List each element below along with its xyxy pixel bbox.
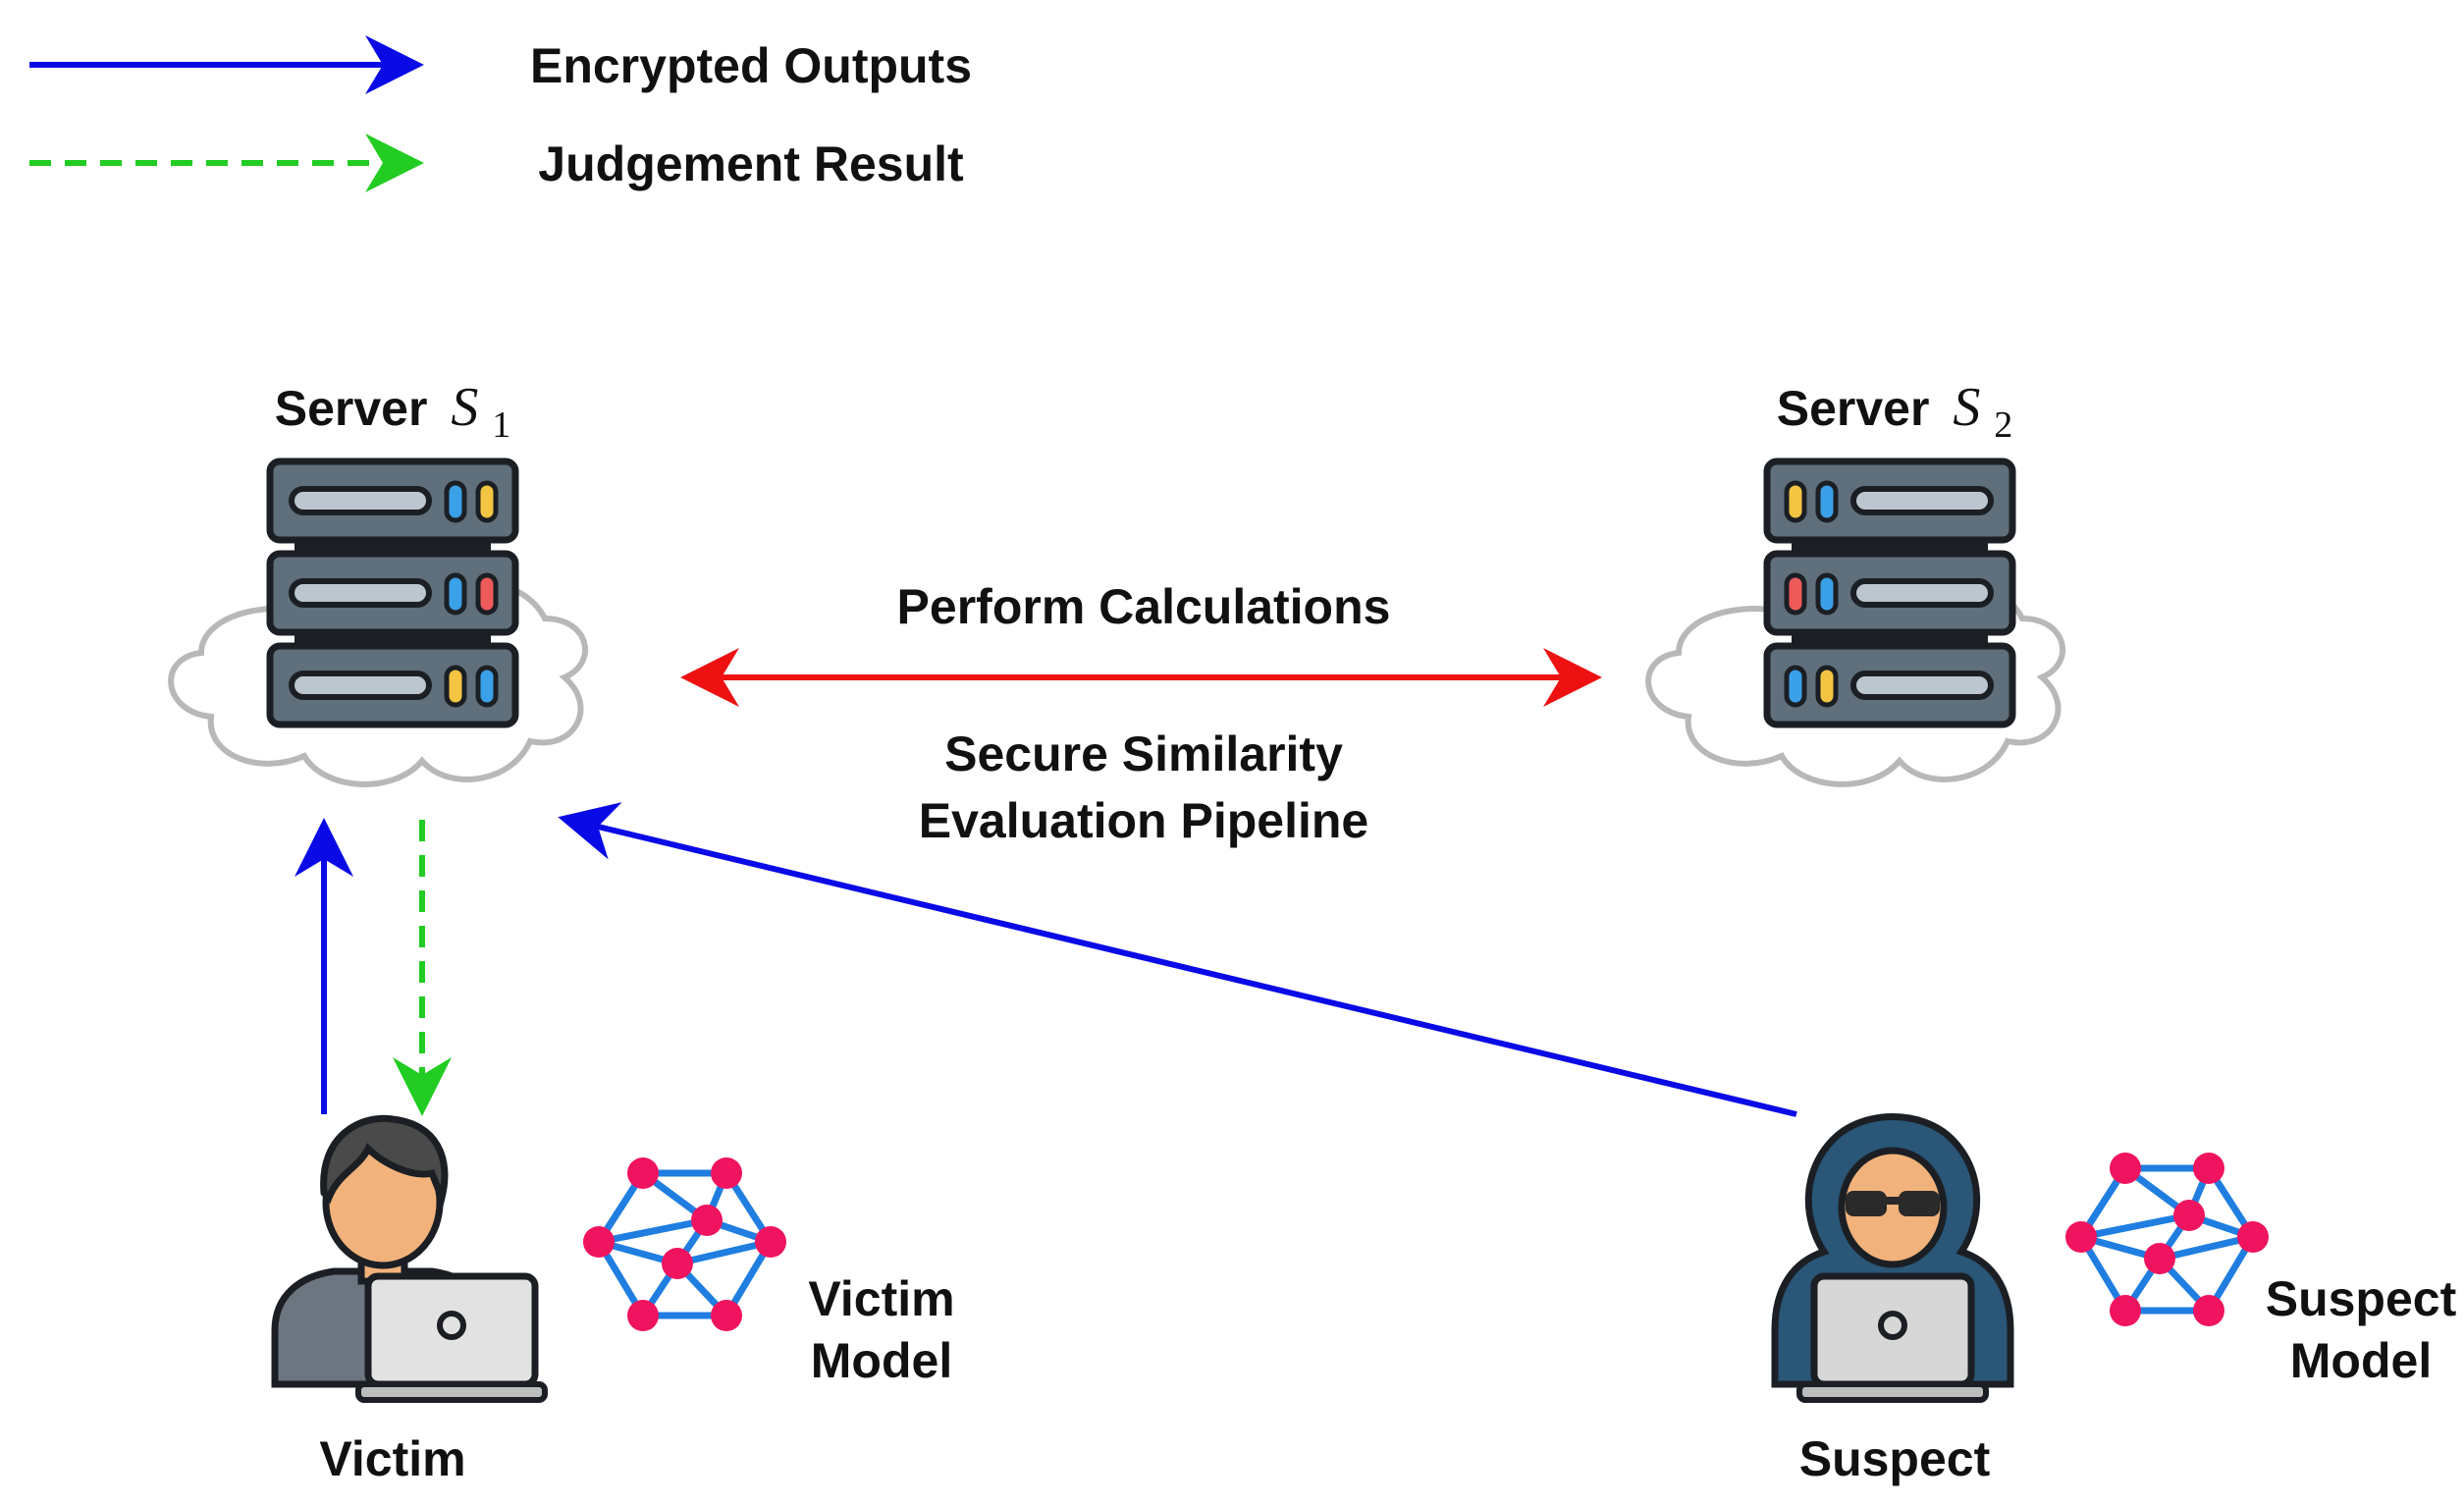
pipeline-label-line2: Evaluation Pipeline: [919, 793, 1368, 848]
calc-label: Perform Calculations: [897, 579, 1391, 634]
suspect-model-neural-network-icon: [2065, 1153, 2269, 1326]
server-1: Server S 1: [171, 377, 585, 784]
legend-judgement-label: Judgement Result: [538, 136, 964, 191]
legend: Encrypted Outputs Judgement Result: [29, 35, 972, 192]
victim-model-label-line1: Victim: [808, 1271, 954, 1326]
server-1-title: Server S 1: [275, 377, 511, 446]
server-2: Server S 2: [1648, 377, 2062, 784]
victim-model-label-line2: Model: [811, 1333, 952, 1388]
suspect-to-server-arrow: [558, 802, 1797, 1117]
suspect-label: Suspect: [1799, 1431, 1991, 1486]
pipeline-label-line1: Secure Similarity: [944, 726, 1343, 781]
server-rack-icon: [1767, 461, 2012, 725]
server-rack-icon: [270, 461, 515, 725]
victim-label: Victim: [319, 1431, 465, 1486]
user-laptop-icon: [271, 1114, 548, 1403]
legend-encrypted-label: Encrypted Outputs: [530, 38, 972, 93]
server-2-title: Server S 2: [1777, 377, 2013, 446]
hacker-laptop-icon: [1771, 1113, 2014, 1403]
suspect-model-label-line2: Model: [2290, 1333, 2432, 1388]
suspect-model-label-line1: Suspect: [2266, 1271, 2457, 1326]
victim-model-neural-network-icon: [583, 1157, 786, 1331]
